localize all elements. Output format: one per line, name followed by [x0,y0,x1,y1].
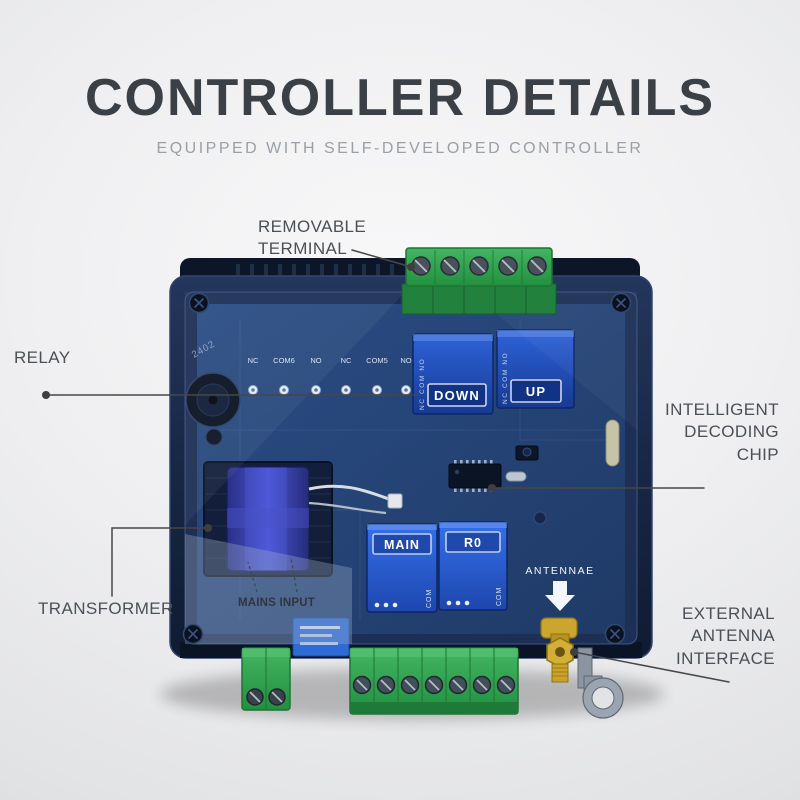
leader-lines [42,249,730,683]
lid-reflections [185,292,637,644]
terminal-label: NO [400,356,411,365]
corner-screw [188,292,210,314]
buzzer [185,372,241,446]
removable-terminal-block [401,247,557,315]
solder-pads [248,385,411,395]
antennae-label: ANTENNAE [525,565,594,577]
antenna-silkscreen: ANTENNAE [525,565,594,611]
relay-main-label: MAIN [384,538,420,552]
transformer [203,461,403,577]
antenna-sma-connector [540,617,578,683]
callout-intelligent-decoding-chip: INTELLIGENT DECODING CHIP [665,400,779,464]
aux-pcb [292,617,350,657]
relay-com-label: COM [496,587,503,606]
relay-up: NC COM NO UP [496,329,575,409]
terminal-label: NC [248,356,259,365]
antenna-bracket-ring [577,647,624,719]
output-terminal-block [349,647,519,715]
callout-mains-input: MAINS INPUT [238,597,315,609]
relay-down-label: DOWN [434,388,480,403]
relay-down: NC COM NO DOWN [412,333,494,415]
relay-main: MAIN COM [366,523,438,613]
callout-removable-terminal: REMOVABLE TERMINAL [258,217,367,259]
corner-screw [182,623,204,645]
callout-relay: RELAY [14,348,71,367]
callout-external-antenna-interface: EXTERNAL ANTENNA INTERFACE [675,604,775,668]
callout-transformer: TRANSFORMER [38,599,174,618]
terminal-label: NC [341,356,352,365]
relay-output-pads: NC COM6 NO NC COM5 NO [248,356,412,395]
terminal-screws [411,256,547,276]
terminal-label: COM5 [366,356,388,365]
crystal-oscillator [505,471,527,482]
capacitor [522,447,532,457]
corner-screw [604,623,626,645]
header: CONTROLLER DETAILS EQUIPPED WITH SELF-DE… [0,72,800,158]
mains-input-pointer-lines [247,557,298,593]
decoding-chip [448,460,502,492]
relay-r0: R0 COM [438,521,508,611]
terminal-label: NO [310,356,321,365]
terminal-screws [352,675,516,695]
capacitor [533,511,547,525]
relay-pin-column-label: NC COM NO [419,358,426,410]
page-subtitle: EQUIPPED WITH SELF-DEVELOPED CONTROLLER [156,140,644,157]
relay-pin-column-label: NC COM NO [502,352,509,404]
relay-com-label: COM [426,589,433,608]
relay-r0-label: R0 [464,536,482,550]
terminal-label: COM6 [273,356,295,365]
down-arrow-icon [545,581,575,611]
page-title: CONTROLLER DETAILS [84,69,716,127]
mains-terminal-block [241,647,291,711]
fuse-component [605,419,620,467]
corner-screw [610,292,632,314]
relay-up-label: UP [526,384,546,399]
